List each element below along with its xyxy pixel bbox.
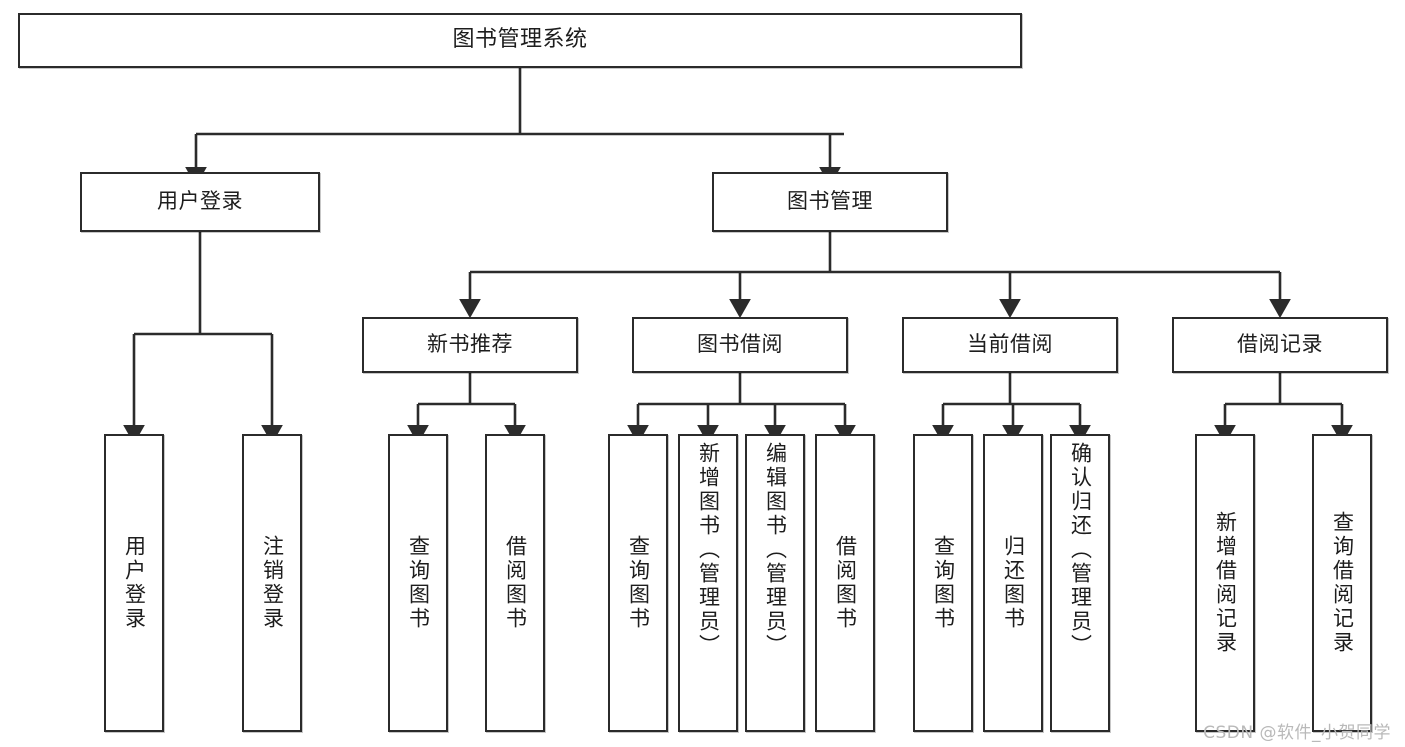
node-leaf-user-login-signin[interactable]: 用户登录 [104,434,164,732]
node-leaf-user-login-signin-label: 用户登录 [122,535,147,631]
node-leaf-user-login-signout[interactable]: 注销登录 [242,434,302,732]
node-leaf-book-borrow-action-label: 借阅图书 [833,535,858,631]
node-leaf-return-book-label: 归还图书 [1001,535,1026,631]
node-book-borrow-label: 图书借阅 [697,332,783,357]
node-leaf-book-edit-label: 编辑图书（管理员） [763,442,788,658]
node-leaf-book-add[interactable]: 新增图书（管理员） [678,434,738,732]
node-borrow-record[interactable]: 借阅记录 [1172,317,1388,373]
node-leaf-new-book-borrow-label: 借阅图书 [503,535,528,631]
node-leaf-add-borrow-record-label: 新增借阅记录 [1213,511,1238,655]
node-leaf-new-book-query-label: 查询图书 [406,535,431,631]
node-root-system[interactable]: 图书管理系统 [18,13,1022,68]
node-root-system-label: 图书管理系统 [452,27,588,53]
node-current-borrow-label: 当前借阅 [967,332,1053,357]
node-leaf-query-borrow-record[interactable]: 查询借阅记录 [1312,434,1372,732]
node-leaf-book-edit[interactable]: 编辑图书（管理员） [745,434,805,732]
node-user-login-label: 用户登录 [157,189,243,214]
node-leaf-current-borrow-query[interactable]: 查询图书 [913,434,973,732]
node-leaf-query-borrow-record-label: 查询借阅记录 [1330,511,1355,655]
node-user-login[interactable]: 用户登录 [80,172,320,232]
node-leaf-book-borrow-query-label: 查询图书 [626,535,651,631]
node-leaf-return-book[interactable]: 归还图书 [983,434,1043,732]
node-new-book-recommend-label: 新书推荐 [427,332,513,357]
node-leaf-book-borrow-action[interactable]: 借阅图书 [815,434,875,732]
node-book-borrow[interactable]: 图书借阅 [632,317,848,373]
node-leaf-current-borrow-query-label: 查询图书 [931,535,956,631]
node-leaf-user-login-signout-label: 注销登录 [260,535,285,631]
node-leaf-new-book-query[interactable]: 查询图书 [388,434,448,732]
node-current-borrow[interactable]: 当前借阅 [902,317,1118,373]
node-leaf-confirm-return-label: 确认归还（管理员） [1068,442,1093,658]
node-leaf-book-borrow-query[interactable]: 查询图书 [608,434,668,732]
node-leaf-confirm-return[interactable]: 确认归还（管理员） [1050,434,1110,732]
node-leaf-book-add-label: 新增图书（管理员） [696,442,721,658]
node-book-management[interactable]: 图书管理 [712,172,948,232]
csdn-watermark: CSDN @软件_小贺同学 [1203,723,1391,743]
node-leaf-add-borrow-record[interactable]: 新增借阅记录 [1195,434,1255,732]
node-leaf-new-book-borrow[interactable]: 借阅图书 [485,434,545,732]
node-borrow-record-label: 借阅记录 [1237,332,1323,357]
node-book-management-label: 图书管理 [787,189,873,214]
node-new-book-recommend[interactable]: 新书推荐 [362,317,578,373]
